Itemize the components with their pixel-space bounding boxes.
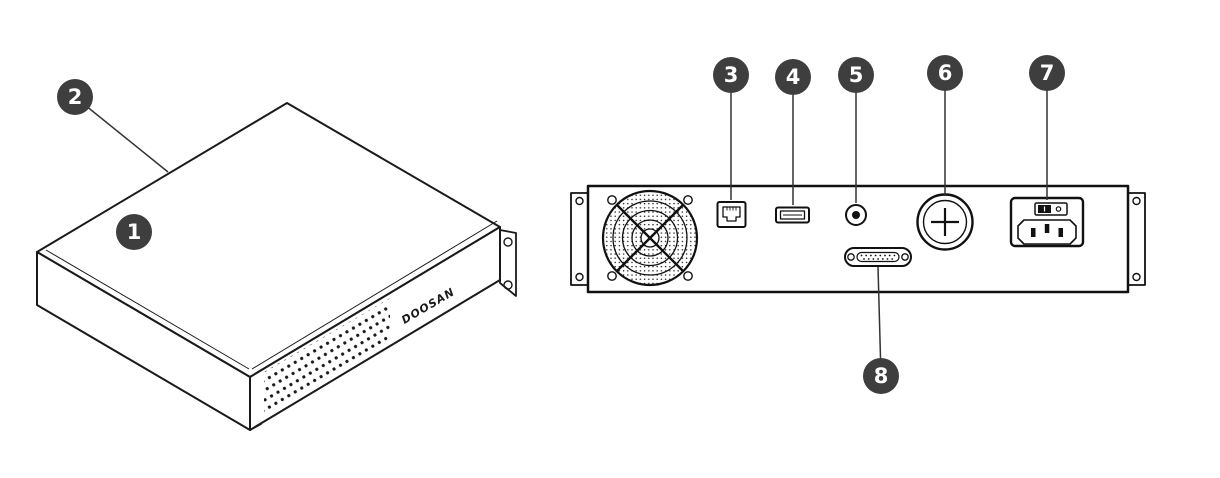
rear-panel-view [570,184,1146,294]
callout-badge-2: 2 [57,79,93,115]
fan-grille-icon [601,189,699,287]
callout-number: 7 [1039,60,1055,85]
rear-ear-left [570,192,590,286]
leader-line-2 [74,96,169,173]
rear-ear-right [1126,192,1146,286]
callout-number: 8 [873,363,889,388]
callout-number: 3 [723,62,739,87]
callout-badge-5: 5 [838,57,874,93]
callout-number: 6 [937,60,953,85]
callout-number: 4 [785,64,801,89]
callout-badge-7: 7 [1029,55,1065,91]
callout-number: 5 [848,62,864,87]
screw-hole-icon [575,196,584,206]
round-button-icon [845,204,867,226]
dsub-connector-icon [844,247,912,267]
power-switch-icon [1034,202,1068,216]
screw-hole-icon [1132,196,1141,206]
vent-grille [264,298,390,418]
callout-number: 2 [67,84,83,109]
screw-hole-icon [503,237,513,247]
screw-hole-icon [575,272,584,282]
callout-badge-6: 6 [927,55,963,91]
leader-line-8 [877,266,882,377]
controller-isometric-view: DOOSAN [36,102,517,431]
callout-badge-3: 3 [713,57,749,93]
callout-badge-4: 4 [775,59,811,95]
callout-number: 1 [126,219,142,244]
callout-badge-1: 1 [116,214,152,250]
rack-ear-right [499,229,517,297]
usb-port-icon [775,206,810,224]
leader-lines [74,73,1048,377]
screw-hole-icon [503,280,513,290]
screw-hole-icon [1132,272,1141,282]
panel-seam [45,249,250,370]
callout-badge-8: 8 [863,358,899,394]
ethernet-port-icon [716,201,747,228]
panel-seam [251,220,498,370]
